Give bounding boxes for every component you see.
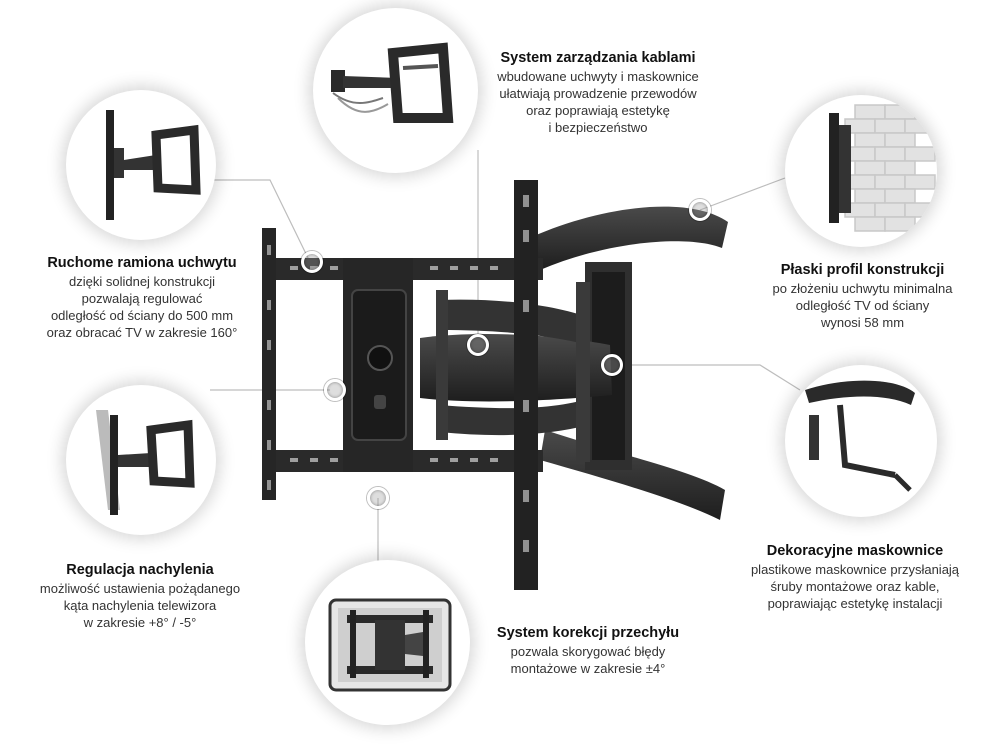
feature-tilt: Regulacja nachylenia możliwość ustawieni… bbox=[20, 562, 260, 631]
feature-description-line: poprawiając estetykę instalacji bbox=[767, 596, 943, 611]
marker-level-correction[interactable] bbox=[367, 487, 389, 509]
feature-level-correction: System korekcji przechyłu pozwala skoryg… bbox=[478, 625, 698, 677]
feature-description-line: wynosi 58 mm bbox=[820, 315, 905, 330]
swing-arm-detail-icon bbox=[66, 90, 216, 240]
level-correction-detail-icon bbox=[305, 560, 470, 725]
marker-tilt[interactable] bbox=[324, 379, 346, 401]
flat-profile-detail-icon bbox=[785, 95, 937, 247]
marker-moving-arms[interactable] bbox=[301, 251, 323, 273]
feature-title: Płaski profil konstrukcji bbox=[780, 262, 945, 278]
feature-title: Dekoracyjne maskownice bbox=[766, 543, 944, 559]
feature-description-line: odległość TV od ściany bbox=[795, 298, 930, 313]
marker-flat-profile[interactable] bbox=[689, 199, 711, 221]
feature-description-line: i bezpieczeństwo bbox=[548, 120, 648, 135]
feature-description-line: montażowe w zakresie ±4° bbox=[510, 661, 666, 676]
feature-description-line: po złożeniu uchwytu minimalna bbox=[772, 281, 953, 296]
tilt-detail-icon bbox=[66, 385, 216, 535]
feature-title: System korekcji przechyłu bbox=[496, 625, 680, 641]
feature-description-line: odległość od ściany do 500 mm bbox=[50, 308, 234, 323]
feature-description-line: ułatwiają prowadzenie przewodów bbox=[499, 86, 697, 101]
feature-description-line: pozwalają regulować bbox=[81, 291, 203, 306]
feature-description-line: plastikowe maskownice przysłaniają bbox=[750, 562, 960, 577]
feature-description-line: możliwość ustawienia pożądanego bbox=[39, 581, 241, 596]
feature-description-line: dzięki solidnej konstrukcji bbox=[69, 274, 215, 289]
feature-cable-management: System zarządzania kablami wbudowane uch… bbox=[478, 50, 718, 136]
feature-title: Regulacja nachylenia bbox=[66, 562, 214, 578]
feature-description-line: pozwala skorygować błędy bbox=[510, 644, 666, 659]
feature-decorative-covers: Dekoracyjne maskownice plastikowe maskow… bbox=[725, 543, 985, 612]
feature-description-line: śruby montażowe oraz kable, bbox=[770, 579, 940, 594]
feature-title: Ruchome ramiona uchwytu bbox=[47, 255, 237, 271]
feature-moving-arms: Ruchome ramiona uchwytu dzięki solidnej … bbox=[22, 255, 262, 341]
feature-title: System zarządzania kablami bbox=[500, 50, 696, 66]
cover-detail-icon bbox=[785, 365, 937, 517]
cable-management-detail-icon bbox=[313, 8, 478, 173]
feature-description-line: kąta nachylenia telewizora bbox=[63, 598, 217, 613]
feature-description-line: w zakresie +8° / -5° bbox=[83, 615, 197, 630]
feature-description-line: oraz obracać TV w zakresie 160° bbox=[46, 325, 238, 340]
feature-flat-profile: Płaski profil konstrukcji po złożeniu uc… bbox=[740, 262, 985, 331]
marker-decorative-covers[interactable] bbox=[601, 354, 623, 376]
feature-description-line: oraz poprawiają estetykę bbox=[526, 103, 670, 118]
marker-cable-management[interactable] bbox=[467, 334, 489, 356]
feature-description-line: wbudowane uchwyty i maskownice bbox=[497, 69, 699, 84]
